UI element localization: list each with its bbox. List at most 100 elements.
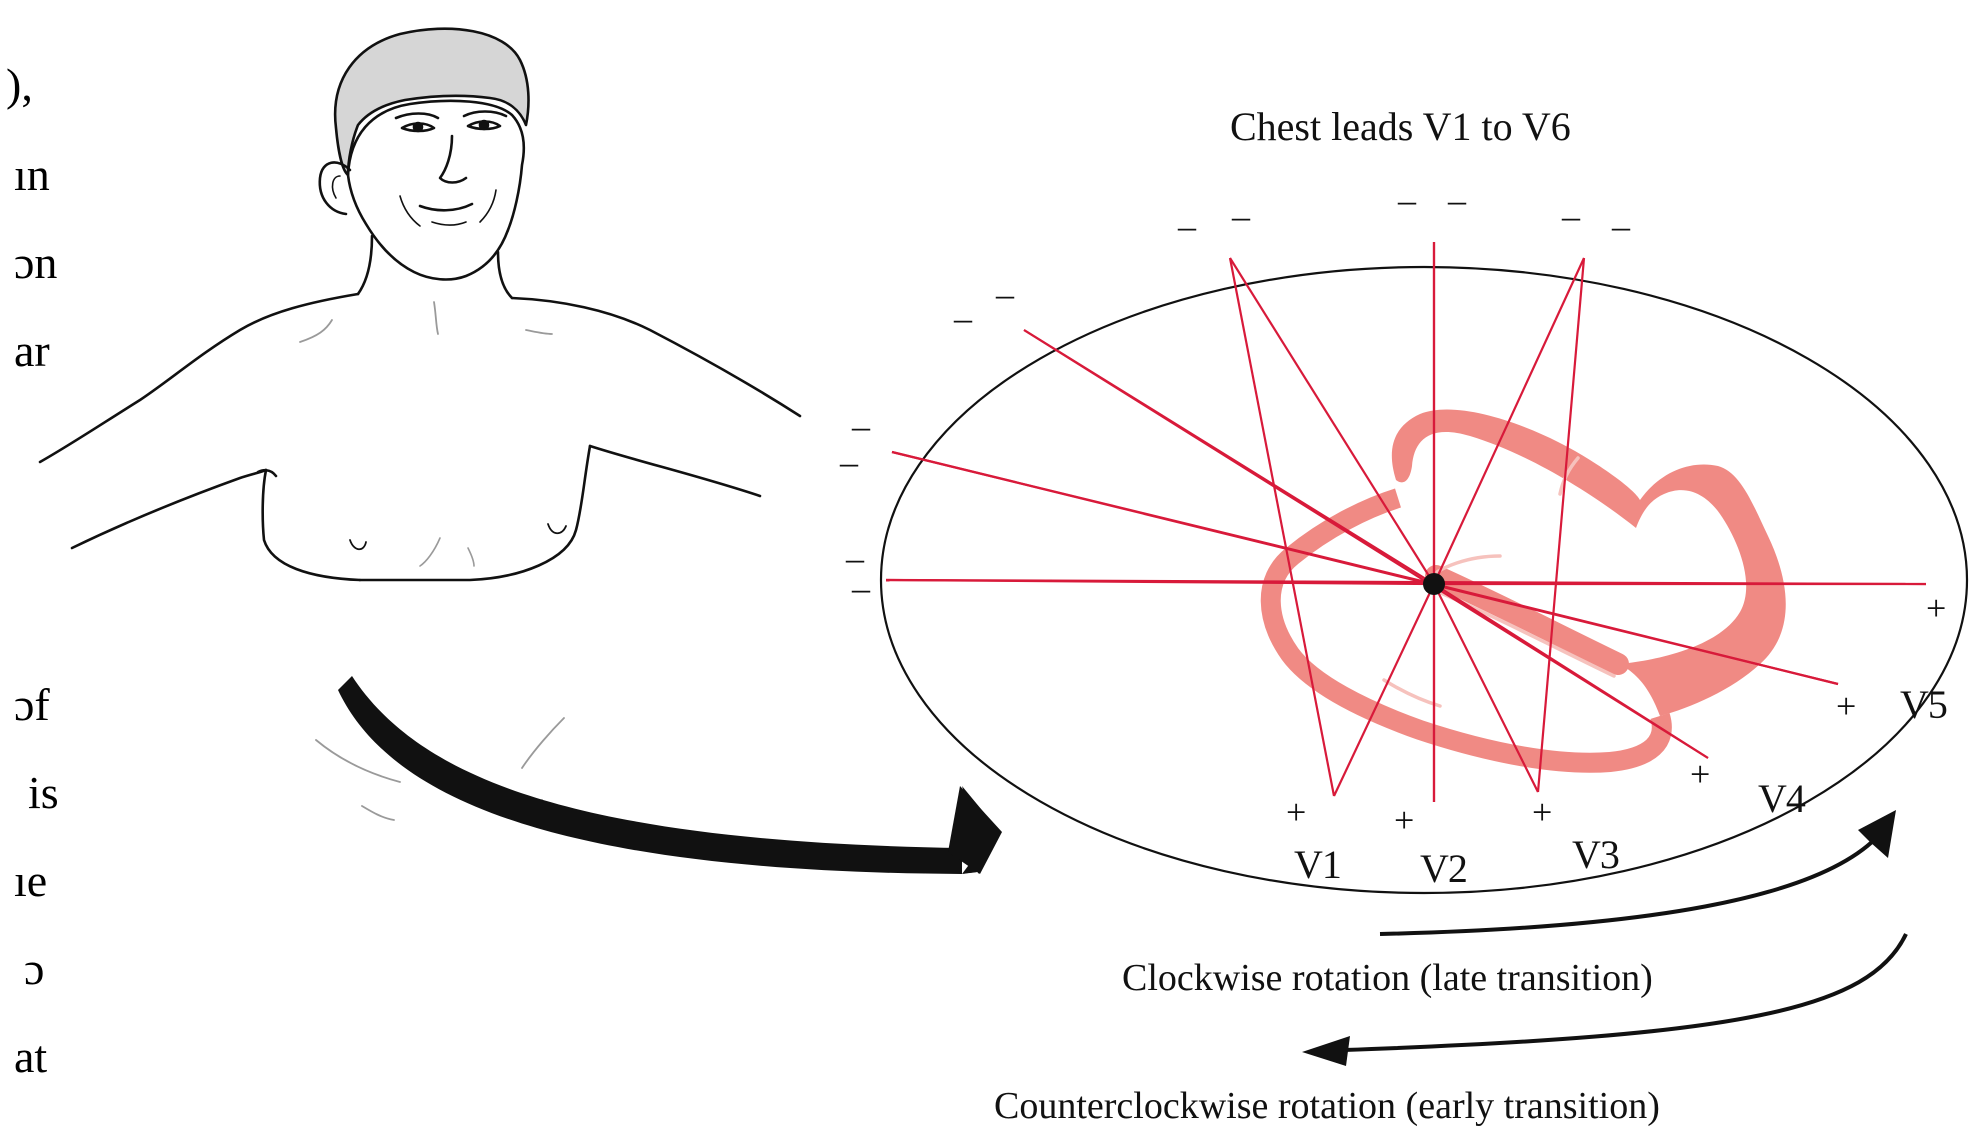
negative-sign: –: [1177, 206, 1197, 246]
face-outline: [346, 99, 526, 281]
clavicle-mark: [433, 301, 439, 335]
heart-center-dot: [1423, 573, 1445, 595]
man-torso-illustration: [38, 27, 802, 821]
clockwise-arrow-head-icon: [1858, 810, 1896, 858]
lead-label-v4: V4: [1758, 776, 1806, 821]
sternum-mark: [419, 537, 441, 567]
negative-sign: –: [1231, 196, 1251, 236]
clavicle-mark: [525, 329, 553, 335]
right-eye: [466, 120, 502, 131]
margin-text-column: ), ın ɔn ar ɔf is ıe ɔ at: [6, 59, 59, 1082]
chest-plane-ellipse: [879, 265, 1969, 895]
positive-sign: +: [1926, 588, 1946, 628]
lead-labels: V1 V2 V3 V4 V5: [1294, 682, 1948, 891]
lead-line: [1433, 583, 1539, 793]
negative-sign: –: [1397, 180, 1417, 220]
lead-axis: [1228, 257, 1336, 797]
right-ventricle-wall: [1260, 488, 1672, 773]
ear: [318, 161, 352, 216]
right-arm-bottom: [588, 444, 762, 498]
margin-fragment: at: [14, 1031, 47, 1082]
lead-label-v1: V1: [1294, 842, 1341, 887]
negative-sign: –: [995, 274, 1015, 314]
positive-signs: + + + + + +: [1286, 588, 1946, 840]
negative-sign: –: [1447, 180, 1467, 220]
right-shoulder-arm-top: [510, 296, 802, 418]
abdomen-mark: [361, 805, 395, 821]
mouth: [418, 202, 474, 212]
lead-axis: [1023, 329, 1709, 759]
margin-fragment: ıe: [14, 855, 47, 906]
positive-sign: +: [1394, 800, 1414, 840]
lead-axis: [885, 578, 1927, 586]
lead-line: [1433, 257, 1585, 585]
right-pupil: [478, 119, 490, 131]
sternum-mark: [467, 547, 475, 567]
positive-sign: +: [1286, 792, 1306, 832]
cheek-line: [399, 195, 421, 227]
right-eyebrow: [462, 110, 508, 118]
negative-sign: –: [851, 406, 871, 446]
hair: [333, 27, 530, 177]
negative-signs: – – – – – – – – – – – –: [839, 180, 1631, 608]
ear-inner: [331, 175, 341, 199]
lead-axis: [1536, 257, 1586, 793]
counterclockwise-arrow: [1302, 933, 1908, 1066]
left-ventricle-wall: [1391, 409, 1786, 716]
left-eyebrow: [394, 112, 440, 120]
clavicle-mark: [299, 319, 333, 343]
negative-sign: –: [1561, 196, 1581, 236]
counterclockwise-caption: Counterclockwise rotation (early transit…: [994, 1085, 1660, 1127]
positive-sign: +: [1532, 792, 1552, 832]
nose: [438, 134, 468, 184]
heart-cross-section-icon: [1260, 409, 1786, 773]
left-shoulder-arm-top: [38, 292, 360, 464]
positive-sign: +: [1690, 754, 1710, 794]
curved-arrow-icon: [338, 676, 962, 874]
diagram-title: Chest leads V1 to V6: [1230, 104, 1571, 149]
curved-arrow-tip: [948, 786, 1002, 874]
left-pupil: [412, 121, 424, 133]
lead-lines: [885, 242, 1927, 802]
negative-sign: –: [845, 538, 865, 578]
negative-sign: –: [1611, 206, 1631, 246]
margin-fragment: ar: [14, 325, 50, 376]
negative-sign: –: [953, 298, 973, 338]
lead-label-v2: V2: [1420, 846, 1467, 891]
abdomen-mark: [521, 717, 565, 769]
abdomen-mark: [315, 739, 401, 783]
lead-label-v3: V3: [1572, 832, 1619, 877]
positive-sign: +: [1836, 686, 1856, 726]
margin-fragment: ın: [14, 149, 50, 200]
clockwise-arrow: [1379, 810, 1896, 936]
neck-right: [496, 250, 514, 300]
torso-left: [261, 468, 362, 582]
negative-sign: –: [839, 442, 859, 482]
margin-fragment: ɔf: [14, 679, 50, 730]
armpit-left: [256, 468, 278, 478]
torso-right: [358, 444, 592, 582]
lead-axis: [891, 450, 1839, 686]
septum: [1425, 565, 1629, 675]
lead-label-v5: V5: [1900, 682, 1947, 727]
chin-line: [431, 221, 467, 226]
cheek-line: [479, 189, 497, 223]
left-arm-bottom: [70, 468, 268, 550]
counterclockwise-arrow-head-icon: [1302, 1036, 1350, 1066]
neck-left: [356, 234, 374, 296]
right-nipple: [547, 523, 567, 535]
margin-fragment: ɔn: [14, 237, 57, 288]
left-nipple: [349, 539, 367, 551]
margin-fragment: ),: [6, 59, 33, 110]
clockwise-caption: Clockwise rotation (late transition): [1122, 957, 1653, 999]
heart-highlight: [1382, 678, 1442, 708]
left-eye: [400, 122, 436, 133]
margin-fragment: ɔ: [24, 943, 44, 994]
lead-line: [1229, 257, 1435, 585]
lead-line: [1333, 583, 1435, 797]
counterclockwise-arrow-curve: [1343, 933, 1908, 1052]
negative-sign: –: [851, 568, 871, 608]
clockwise-arrow-curve: [1379, 832, 1882, 936]
margin-fragment: is: [28, 767, 59, 818]
